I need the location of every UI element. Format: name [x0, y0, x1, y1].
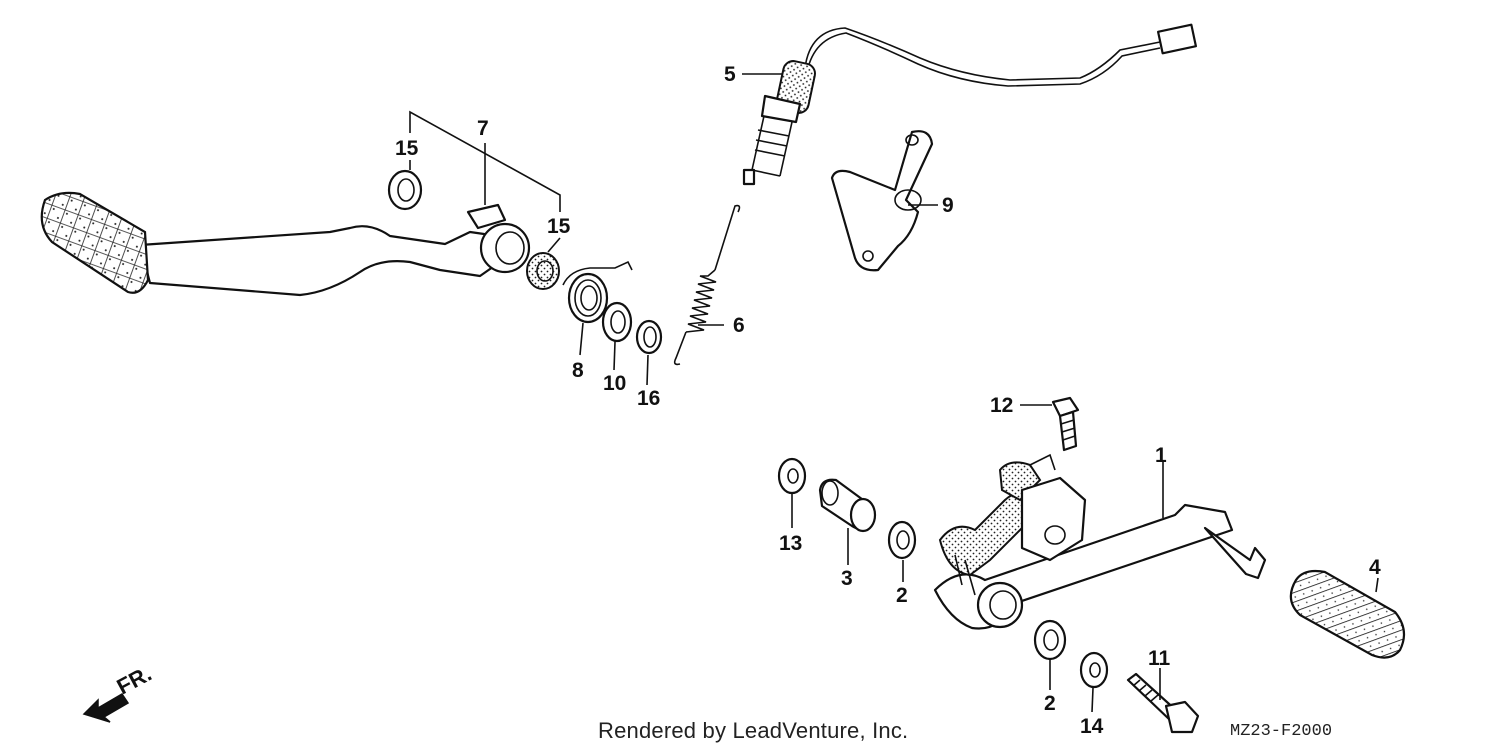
clevis	[1020, 476, 1087, 562]
callout-1: 1	[1155, 444, 1167, 467]
washer-14	[1079, 651, 1109, 689]
callout-9: 9	[942, 194, 954, 217]
pedal-peg	[1203, 526, 1267, 580]
flange-bolt-12	[1051, 396, 1080, 452]
pedal-pivot-boss	[479, 222, 531, 274]
return-spring-8	[562, 260, 633, 324]
shift-pedal-rubber	[40, 191, 150, 294]
washer-10	[601, 301, 633, 343]
callout-12: 12	[990, 394, 1013, 417]
washer-13	[777, 457, 807, 495]
callout-5: 5	[724, 63, 736, 86]
collar-3	[818, 478, 877, 533]
callout-15b: 15	[547, 215, 571, 238]
washer-15a	[387, 169, 423, 211]
callout-2b: 2	[1044, 692, 1056, 715]
circlip-16	[635, 319, 663, 355]
callout-10: 10	[603, 372, 626, 395]
fr-label: FR.	[113, 661, 156, 700]
callout-8: 8	[572, 359, 584, 382]
leader-lines	[409, 73, 1379, 713]
gearshift-pedal-assembly	[40, 191, 531, 297]
render-credit: Rendered by LeadVenture, Inc.	[598, 718, 909, 743]
callout-15a: 15	[395, 137, 419, 160]
front-direction-arrow: FR.	[82, 661, 156, 723]
brake-pedal-rubber-4	[1289, 569, 1406, 659]
callout-3: 3	[841, 567, 853, 590]
diagram-code: MZ23-F2000	[1230, 722, 1333, 741]
callout-11: 11	[1148, 647, 1171, 670]
brake-light-switch-5	[742, 23, 1198, 186]
callout-14: 14	[1080, 715, 1104, 738]
callout-4: 4	[1369, 556, 1381, 579]
callout-16: 16	[637, 387, 660, 410]
switch-bracket-9	[830, 130, 934, 272]
gearshift-lever-arm	[138, 225, 502, 297]
brake-switch-spring-6	[673, 204, 741, 366]
callout-2a: 2	[896, 584, 908, 607]
callout-13: 13	[779, 532, 802, 555]
callout-7: 7	[477, 117, 489, 140]
pivot-bolt-11	[1126, 672, 1200, 734]
linkage-rod	[938, 492, 1034, 577]
arrow-icon	[82, 692, 130, 723]
callout-numbers: 7 15 15 8 10 16 6 5 9 12 1 4 13 3 2 2 14…	[395, 63, 1381, 738]
callout-6: 6	[733, 314, 745, 337]
washer-15b	[526, 252, 560, 290]
washer-2b	[1033, 619, 1067, 661]
pinch-bolt-clamp	[466, 203, 507, 230]
washer-2a	[887, 520, 917, 560]
brake-pedal-assembly	[933, 453, 1267, 630]
